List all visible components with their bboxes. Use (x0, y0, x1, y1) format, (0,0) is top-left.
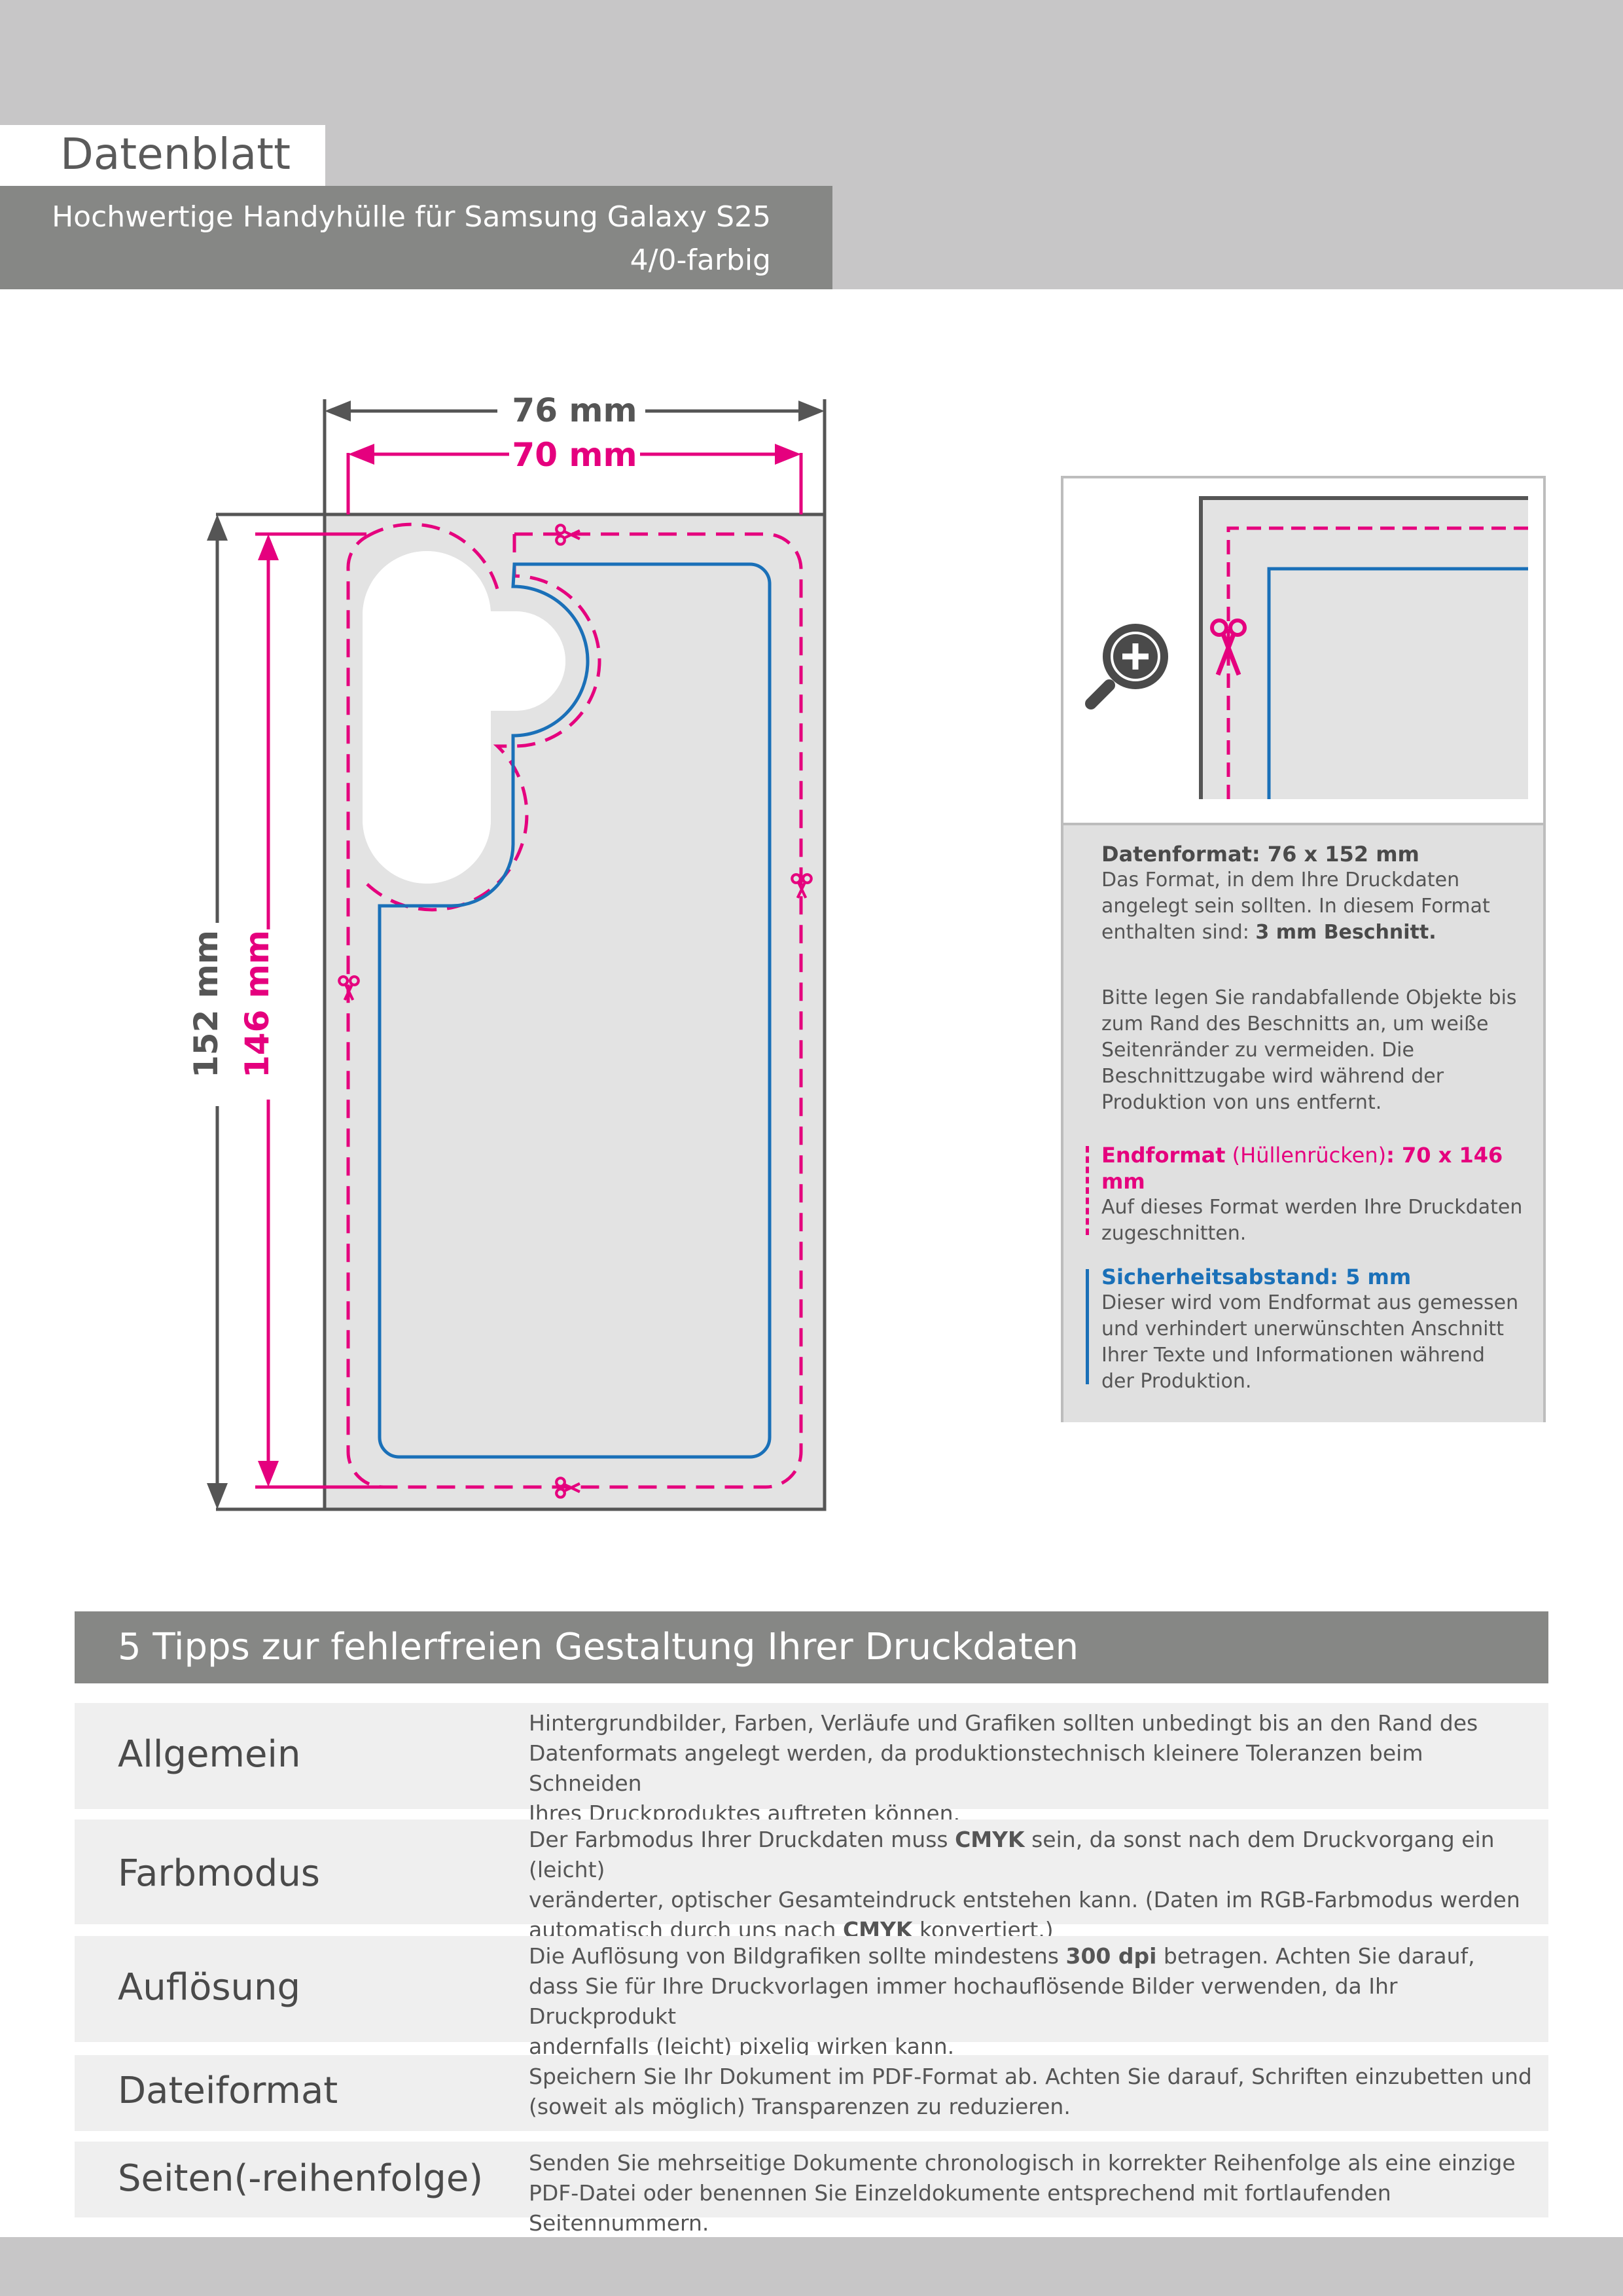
width-inner-label: 70 mm (512, 436, 637, 474)
safety-title: Sicherheitsabstand: 5 mm (1101, 1265, 1412, 1289)
endformat-block: Endformat (Hüllenrücken): 70 x 146 mm Au… (1101, 1142, 1543, 1247)
subtitle-box: Hochwertige Handyhülle für Samsung Galax… (0, 186, 832, 289)
tip-line: Hintergrundbilder, Farben, Verläufe und … (529, 1710, 1478, 1736)
endformat-paren: (Hüllenrücken) (1225, 1143, 1387, 1168)
tip-text: Speichern Sie Ihr Dokument im PDF-Format… (529, 2062, 1537, 2122)
safety-line: und verhindert unerwünschten Anschnitt (1101, 1318, 1504, 1340)
bleed-line: Beschnittzugabe wird während der (1101, 1065, 1444, 1088)
tip-label: Auflösung (118, 1966, 301, 2009)
tip-line: Datenformats angelegt werden, da produkt… (529, 1740, 1423, 1796)
tip-label: Dateiformat (118, 2070, 338, 2112)
height-outer-label: 152 mm (187, 930, 225, 1078)
tip-line-part: sein, da sonst nach dem Druckvorgang ein… (529, 1827, 1495, 1882)
tip-text: Hintergrundbilder, Farben, Verläufe und … (529, 1708, 1537, 1829)
datenformat-title: Datenformat: 76 x 152 mm (1101, 842, 1419, 867)
datenformat-line: angelegt sein sollten. In diesem Format (1101, 895, 1490, 918)
tips-header: 5 Tipps zur fehlerfreien Gestaltung Ihre… (75, 1611, 1548, 1683)
zoom-info-box: Datenformat: 76 x 152 mm Das Format, in … (1063, 823, 1543, 1422)
safety-line: der Produktion. (1101, 1370, 1252, 1393)
tip-line-part: Der Farbmodus Ihrer Druckdaten muss (529, 1827, 955, 1852)
safety-margin-line (378, 562, 772, 1459)
endformat-marker (1086, 1146, 1089, 1235)
tip-line: PDF-Datei oder benennen Sie Einzeldokume… (529, 2180, 1391, 2236)
datenformat-line: Das Format, in dem Ihre Druckdaten (1101, 869, 1460, 891)
width-outer-label: 76 mm (512, 391, 637, 429)
scissors-icon (1210, 619, 1247, 676)
bleed-block: Bitte legen Sie randabfallende Objekte b… (1101, 985, 1517, 1116)
zoom-detail-panel: Datenformat: 76 x 152 mm Das Format, in … (1061, 476, 1546, 1422)
tip-line: (soweit als möglich) Transparenzen zu re… (529, 2094, 1071, 2119)
tip-line: Der Farbmodus Ihrer Druckdaten muss CMYK… (529, 1825, 1537, 1885)
tip-line-part: betragen. Achten Sie darauf, (1156, 1943, 1475, 1969)
tip-line: andernfalls (leicht) pixelig wirken kann… (529, 2034, 955, 2059)
tip-label: Allgemein (118, 1733, 301, 1776)
endformat-line: Auf dieses Format werden Ihre Druckdaten (1101, 1196, 1523, 1219)
tip-line: dass Sie für Ihre Druckvorlagen immer ho… (529, 1973, 1398, 2029)
tip-label: Farbmodus (118, 1852, 320, 1895)
endformat-title: Endformat (1101, 1143, 1226, 1168)
tip-line-bold: 300 dpi (1065, 1943, 1157, 1969)
tip-line-bold: CMYK (955, 1827, 1025, 1852)
tip-row-aufloesung: Auflösung Die Auflösung von Bildgrafiken… (75, 1936, 1548, 2059)
datenformat-block: Datenformat: 76 x 152 mm Das Format, in … (1101, 841, 1490, 946)
endformat-heading: Endformat (Hüllenrücken): 70 x 146 mm (1101, 1142, 1543, 1194)
tip-line-part: Die Auflösung von Bildgrafiken sollte mi… (529, 1943, 1066, 1969)
color-mode: 4/0-farbig (630, 243, 771, 277)
bleed-line: Seitenränder zu vermeiden. Die (1101, 1039, 1414, 1062)
product-name: Hochwertige Handyhülle für Samsung Galax… (52, 200, 771, 234)
safety-marker (1086, 1269, 1089, 1384)
endformat-size: : 70 x 146 mm (1101, 1143, 1503, 1194)
safety-line: Ihrer Texte und Informationen während (1101, 1344, 1485, 1367)
bleed-line: Produktion von uns entfernt. (1101, 1091, 1382, 1114)
endformat-line: zugeschnitten. (1101, 1222, 1247, 1245)
safety-line: Dieser wird vom Endformat aus gemessen (1101, 1291, 1519, 1314)
tip-label: Seiten(-reihenfolge) (118, 2157, 484, 2200)
zoom-corner-detail (1085, 496, 1528, 799)
datenformat-line: enthalten sind: 3 mm Beschnitt. (1101, 920, 1490, 946)
tip-row-dateiformat: Dateiformat Speichern Sie Ihr Dokument i… (75, 2055, 1548, 2131)
tip-text: Der Farbmodus Ihrer Druckdaten muss CMYK… (529, 1825, 1537, 1945)
tip-line: Die Auflösung von Bildgrafiken sollte mi… (529, 1941, 1537, 1971)
magnifier-plus-icon (1085, 624, 1168, 709)
tip-text: Senden Sie mehrseitige Dokumente chronol… (529, 2148, 1537, 2238)
tips-heading: 5 Tipps zur fehlerfreien Gestaltung Ihre… (118, 1626, 1079, 1668)
height-inner-label: 146 mm (238, 930, 276, 1078)
tip-text: Die Auflösung von Bildgrafiken sollte mi… (529, 1941, 1537, 2062)
datenformat-line-text: enthalten sind: (1101, 921, 1256, 944)
end-format-cut-line (346, 532, 803, 1489)
tip-line: veränderter, optischer Gesamteindruck en… (529, 1887, 1520, 1912)
tip-line: Senden Sie mehrseitige Dokumente chronol… (529, 2150, 1516, 2176)
camera-cutout (363, 551, 491, 884)
case-dimension-diagram: 76 mm 70 mm 152 mm 146 mm (187, 391, 827, 1511)
bleed-line: Bitte legen Sie randabfallende Objekte b… (1101, 986, 1517, 1009)
title-tab: Datenblatt (0, 125, 325, 186)
tip-row-farbmodus: Farbmodus Der Farbmodus Ihrer Druckdaten… (75, 1820, 1548, 1943)
footer-band (0, 2237, 1623, 2296)
tip-row-seiten: Seiten(-reihenfolge) Senden Sie mehrseit… (75, 2142, 1548, 2236)
tip-row-allgemein: Allgemein Hintergrundbilder, Farben, Ver… (75, 1703, 1548, 1826)
page-title: Datenblatt (60, 129, 291, 179)
tip-line: Speichern Sie Ihr Dokument im PDF-Format… (529, 2064, 1532, 2089)
bleed-line: zum Rand des Beschnitts an, um weiße (1101, 1013, 1489, 1035)
safety-block: Sicherheitsabstand: 5 mm Dieser wird vom… (1101, 1264, 1518, 1395)
datenformat-bleed: 3 mm Beschnitt. (1255, 921, 1436, 944)
